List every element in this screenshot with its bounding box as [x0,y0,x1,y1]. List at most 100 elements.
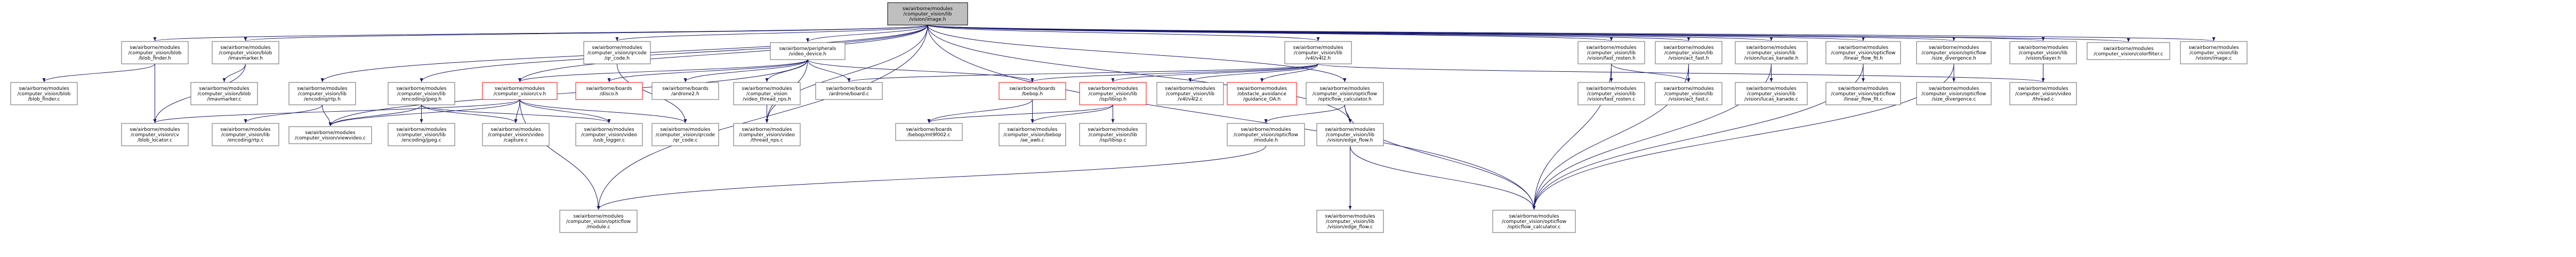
node-linear-flow-fit-h[interactable]: sw/airborne/modules/computer_vision/opti… [1825,41,1901,64]
node-opticflow-module-c[interactable]: sw/airborne/modules/computer_vision/opti… [559,210,638,233]
node-label-line: /computer_vision/lib [1089,132,1137,138]
node-opticflow-module-h[interactable]: sw/airborne/modules/computer_vision/opti… [1227,123,1305,146]
node-label-line: sw/airborne/modules [660,127,711,132]
node-qr-code-c[interactable]: sw/airborne/modules/computer_vision/qrco… [651,123,719,146]
node-video-thread-c[interactable]: sw/airborne/modules/computer_vision/vide… [2009,82,2077,105]
edge-qr_code_h-to-qr_code_c [617,63,687,123]
node-label-line: /computer_vision/lib [1294,51,1342,56]
node-imavmarker-h[interactable]: sw/airborne/modules/computer_vision/blob… [212,41,279,64]
node-colorfilter-c[interactable]: sw/airborne/modules/computer_vision/colo… [2087,42,2170,60]
node-box [1655,41,1722,64]
node-video-thread-nps-h[interactable]: sw/airborne/modules/computer_vision/vide… [733,82,801,105]
node-label-line: sw/airborne/modules [2018,86,2068,92]
node-label-line: sw/airborne/modules [1929,45,1979,51]
node-opticflow-calculator-c[interactable]: sw/airborne/modules/computer_vision/opti… [1492,210,1576,233]
node-size-divergence-h[interactable]: sw/airborne/modules/computer_vision/opti… [1916,41,1992,64]
node-label-line: /computer_vision/lib [1326,132,1374,138]
node-edge-flow-h[interactable]: sw/airborne/modules/computer_vision/lib/… [1316,123,1384,146]
edge-video_device_h-to-disco_h [607,59,808,82]
edge-root-to-opticflow_calculator_c [927,24,1536,210]
node-label-line: /computer_vision/lib [1166,92,1214,97]
node-lucas-kanade-c[interactable]: sw/airborne/modules/computer_vision/lib/… [1735,82,1808,105]
node-box [733,123,801,146]
node-blob-finder-h[interactable]: sw/airborne/modules/computer_vision/blob… [121,41,189,64]
node-label-line: /imavmarker.c [207,97,241,102]
node-linear-flow-fit-c[interactable]: sw/airborne/modules/computer_vision/opti… [1825,82,1901,105]
node-label-line: /bebop.h [1022,92,1043,97]
node-label-line: sw/airborne/modules [1586,86,1637,92]
node-label-line: sw/airborne/modules [2018,45,2068,51]
node-bebop-mt9f002-c[interactable]: sw/airborne/boards/bebop/mt9f002.c [895,123,963,141]
node-isp-h[interactable]: sw/airborne/modules/computer_vision/lib/… [1079,82,1147,105]
node-label-line: /computer_vision/lib [397,132,446,138]
node-lucas-kanade-h[interactable]: sw/airborne/modules/computer_vision/lib/… [1735,41,1808,64]
node-label-line: sw/airborne/modules [1165,86,1215,92]
node-label-line: sw/airborne/modules [396,127,447,132]
node-obstacle-avoidance-h[interactable]: sw/airborne/modules/obstacle_avoidance/g… [1227,82,1297,105]
node-v4l2-c[interactable]: sw/airborne/modules/computer_vision/lib/… [1156,82,1224,105]
edge-encoding_rtp_h-to-viewvideo_c [322,104,332,127]
node-fast-rosten-c[interactable]: sw/airborne/modules/computer_vision/lib/… [1577,82,1645,105]
node-imavmarker-c[interactable]: sw/airborne/modules/computer_vision/blob… [190,82,258,105]
node-opticflow-calculator-h[interactable]: sw/airborne/modules/computer_vision/opti… [1306,82,1384,105]
node-label-line: /vision/edge_flow.h [1327,138,1373,143]
node-video-usb-logger-c[interactable]: sw/airborne/modules/computer_vision/vide… [575,123,643,146]
node-v4l2-h[interactable]: sw/airborne/modules/computer_vision/lib/… [1284,41,1352,64]
node-label-line: /video_device.h [789,52,826,57]
node-box [482,82,558,100]
node-label-line: /computer_vision/opticflow [1831,51,1896,56]
edge-root-to-cv_h [518,24,928,82]
node-blob-locator-c[interactable]: sw/airborne/modules/computer_vision/cv/b… [121,123,189,146]
edge-root-to-video_thread_nps_c [765,24,928,123]
edge-opticflow_calculator_h-to-opticflow_calculator_c [1345,104,1536,210]
node-video-device-h[interactable]: sw/airborne/peripherals/video_device.h [770,42,846,60]
node-box [1825,82,1901,105]
node-label-line: sw/airborne/modules [1325,127,1375,132]
node-box [288,82,356,105]
node-encoding-rtp-h[interactable]: sw/airborne/modules/computer_vision/lib/… [288,82,356,105]
node-bayer-h[interactable]: sw/airborne/modules/computer_vision/lib/… [2009,41,2077,64]
node-label-line: /linear_flow_fit.h [1844,56,1883,61]
edge-root-to-opticflow_calculator_h [927,24,1347,82]
node-video-thread-nps-c[interactable]: sw/airborne/modules/computer_vision/vide… [733,123,801,146]
edge-video_device_h-to-ardrone2_h [683,59,808,82]
node-label-line: sw/airborne/modules [1838,45,1889,51]
node-label-line: /computer_vision/cv [131,132,179,138]
node-label-line: sw/airborne/modules [495,86,545,92]
node-box [1735,41,1808,64]
node-encoding-rtp-c[interactable]: sw/airborne/modules/computer_vision/lib/… [212,123,279,146]
node-label-line: sw/airborne/boards [1009,86,1056,92]
node-fast-rosten-h[interactable]: sw/airborne/modules/computer_vision/lib/… [1577,41,1645,64]
node-video-capture-c[interactable]: sw/airborne/modules/computer_vision/vide… [482,123,550,146]
node-box [651,123,719,146]
node-disco-h[interactable]: sw/airborne/boards/disco.h [575,82,643,100]
node-viewvideo-c[interactable]: sw/airborne/modules/computer_vision/view… [288,126,372,144]
node-qr-code-h[interactable]: sw/airborne/modules/computer_vision/qrco… [583,41,651,64]
node-blob-finder-c[interactable]: sw/airborne/modules/computer_vision/blob… [10,82,78,105]
node-box [770,42,846,60]
node-box [895,123,963,141]
node-act-fast-h[interactable]: sw/airborne/modules/computer_vision/lib/… [1655,41,1722,64]
edge-isp_h-to-bebop_ae_awb_c [1031,104,1113,123]
node-label-line: /size_divergence.h [1931,56,1976,61]
node-box [2180,41,2248,64]
node-cv-h[interactable]: sw/airborne/modules/computer_vision/cv.h [482,82,558,100]
node-label-line: /computer_vision/video [739,132,795,138]
node-edge-flow-c[interactable]: sw/airborne/modules/computer_vision/lib/… [1316,210,1384,233]
node-label-line: /computer_vision/qrcode [587,51,647,56]
node-label-line: sw/airborne/modules [1007,127,1058,132]
node-ardrone-c[interactable]: sw/airborne/boards/ardrone/board.c [815,82,883,100]
node-box [1156,82,1224,105]
node-act-fast-c[interactable]: sw/airborne/modules/computer_vision/lib/… [1655,82,1722,105]
edge-root-to-qr_code_h [615,24,928,42]
node-size-divergence-c[interactable]: sw/airborne/modules/computer_vision/opti… [1916,82,1992,105]
node-image-c[interactable]: sw/airborne/modules/computer_vision/lib/… [2180,41,2248,64]
node-box [1316,210,1384,233]
node-encoding-jpeg-h[interactable]: sw/airborne/modules/computer_vision/lib/… [388,82,455,105]
node-isp-c[interactable]: sw/airborne/modules/computer_vision/lib/… [1079,123,1147,146]
node-bebop-h[interactable]: sw/airborne/boards/bebop.h [999,82,1066,100]
node-bebop-ae-awb-c[interactable]: sw/airborne/modules/computer_vision/bebo… [999,123,1066,146]
node-ardrone2-h[interactable]: sw/airborne/boards/ardrone2.h [651,82,719,100]
node-encoding-jpeg-c[interactable]: sw/airborne/modules/computer_vision/lib/… [388,123,455,146]
node-label-line: /module.h [1254,138,1278,143]
